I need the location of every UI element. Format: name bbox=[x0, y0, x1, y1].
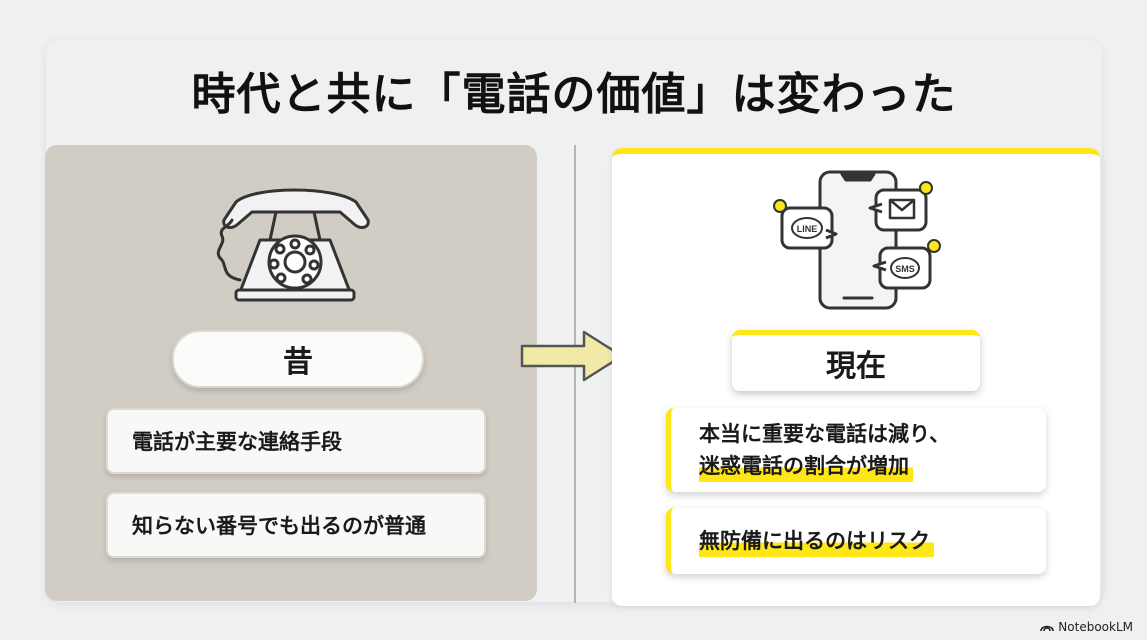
present-label: 現在 bbox=[732, 330, 980, 391]
notebooklm-branding: NotebookLM bbox=[1040, 620, 1133, 634]
line-label: LINE bbox=[797, 224, 818, 234]
present-item-1-line1: 本当に重要な電話は減り、 bbox=[699, 422, 951, 446]
slide-title: 時代と共に「電話の価値」は変わった bbox=[191, 69, 957, 120]
past-label: 昔 bbox=[172, 330, 424, 388]
arrow-right-icon bbox=[520, 330, 624, 382]
present-item-1: 本当に重要な電話は減り、 迷惑電話の割合が増加 bbox=[666, 408, 1046, 492]
present-item-2-line1: 無防備に出るのはリスク bbox=[699, 525, 934, 557]
smartphone-messages-icon: LINE SMS bbox=[773, 170, 941, 310]
divider bbox=[574, 145, 576, 603]
present-item-2: 無防備に出るのはリスク bbox=[666, 508, 1046, 574]
notebooklm-logo-icon bbox=[1040, 625, 1055, 632]
past-item-1: 電話が主要な連絡手段 bbox=[106, 408, 486, 474]
branding-text: NotebookLM bbox=[1058, 620, 1133, 634]
rotary-phone-icon bbox=[216, 188, 370, 302]
past-item-2: 知らない番号でも出るのが普通 bbox=[106, 492, 486, 558]
sms-label: SMS bbox=[895, 264, 915, 274]
present-item-1-line2: 迷惑電話の割合が増加 bbox=[699, 450, 913, 482]
